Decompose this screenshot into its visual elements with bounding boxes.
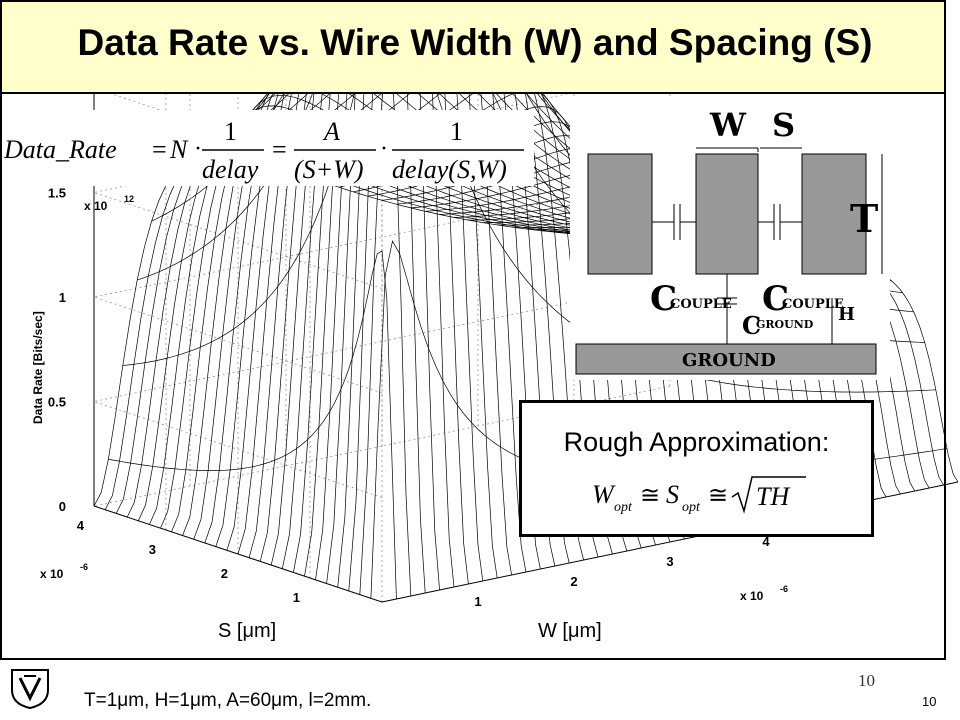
s-tick-label: 3 [149,542,156,557]
approximation-title: Rough Approximation: [563,427,830,457]
s-label: S [772,106,795,144]
s-axis-line [93,505,383,603]
s-exponent-power: -6 [80,562,88,572]
w-axis-title: W [μm] [538,620,602,642]
t-label: T [850,196,878,241]
z-tick-label: 1 [59,290,66,305]
right-wire [801,153,867,275]
w-tick-label: 3 [666,554,673,569]
formula-delay-1: delay [202,155,259,184]
c-ground: C [742,311,761,340]
w-label: W [709,106,747,144]
formula-a: A [322,117,340,146]
z-exponent-label: x 10 [84,199,108,213]
formula-one-2: 1 [450,117,463,146]
c-couple-right: C [762,279,789,319]
w-tick-label: 2 [570,574,577,589]
s-tick-label: 4 [77,518,85,533]
formula-eq: = [152,135,167,164]
svg-text:TH: TH [756,482,790,511]
c-couple-right-sub: COUPLE [782,297,844,312]
svg-text:opt: opt [614,500,633,515]
formula-eq-2: = [272,135,287,164]
s-exponent-label: x 10 [40,567,64,581]
z-tick-label: 1.5 [48,186,66,201]
center-wire [695,153,759,275]
svg-text:≅: ≅ [640,483,660,509]
ground-plane [575,343,877,375]
formula-delay-sw: delay(S,W) [392,155,507,184]
title-bar: Data Rate vs. Wire Width (W) and Spacing… [0,0,946,94]
left-wire [587,153,653,275]
slide-number: 10 [922,694,937,709]
content-frame [0,94,946,660]
formula-sw: (S+W) [294,155,364,184]
h-label: H [838,304,855,325]
approximation-formula: W opt ≅ S opt ≅ TH [592,476,806,515]
svg-text:opt: opt [682,500,701,515]
technion-logo [11,669,49,710]
data-rate-formula: Data_Rate = N · 1 delay = A (S+W) · 1 de… [4,110,534,186]
formula-lhs: Data_Rate [4,135,117,164]
w-exponent-label: x 10 [740,589,764,603]
formula-one-1: 1 [224,117,237,146]
c-couple-left: C [650,279,677,319]
z-axis-title: Data Rate [Bits/sec] [31,311,45,424]
svg-text:S: S [666,480,679,509]
w-tick-label: 4 [762,534,770,549]
z-tick-label: 0 [59,499,66,514]
z-exponent-power: 12 [124,194,134,204]
ground-label: GROUND [682,350,776,371]
page-title: Data Rate vs. Wire Width (W) and Spacing… [77,22,873,63]
footer-parameters: T=1μm, H=1μm, A=60μm, l=2mm. [84,690,372,711]
s-tick-label: 2 [221,566,228,581]
z-tick-label: 0.5 [48,395,66,410]
slide-number-large: 10 [858,671,875,690]
s-tick-label: 1 [293,590,300,605]
c-ground-sub: GROUND [756,318,814,331]
c-couple-left-sub: COUPLE [670,297,732,312]
formula-dot-2: · [380,136,388,162]
approximation-box: Rough Approximation: W opt ≅ S opt ≅ TH [519,400,874,537]
formula-dot-1: · [194,136,202,162]
formula-n: N [169,135,189,164]
svg-text:W: W [592,480,616,509]
wire-cross-section-diagram: W S T H C COUPLE C COUPLE C GROUND GROUN… [570,98,890,380]
s-axis-title: S [μm] [218,620,277,642]
svg-text:≅: ≅ [708,483,728,509]
w-tick-label: 1 [474,594,481,609]
w-exponent-power: -6 [780,584,788,594]
